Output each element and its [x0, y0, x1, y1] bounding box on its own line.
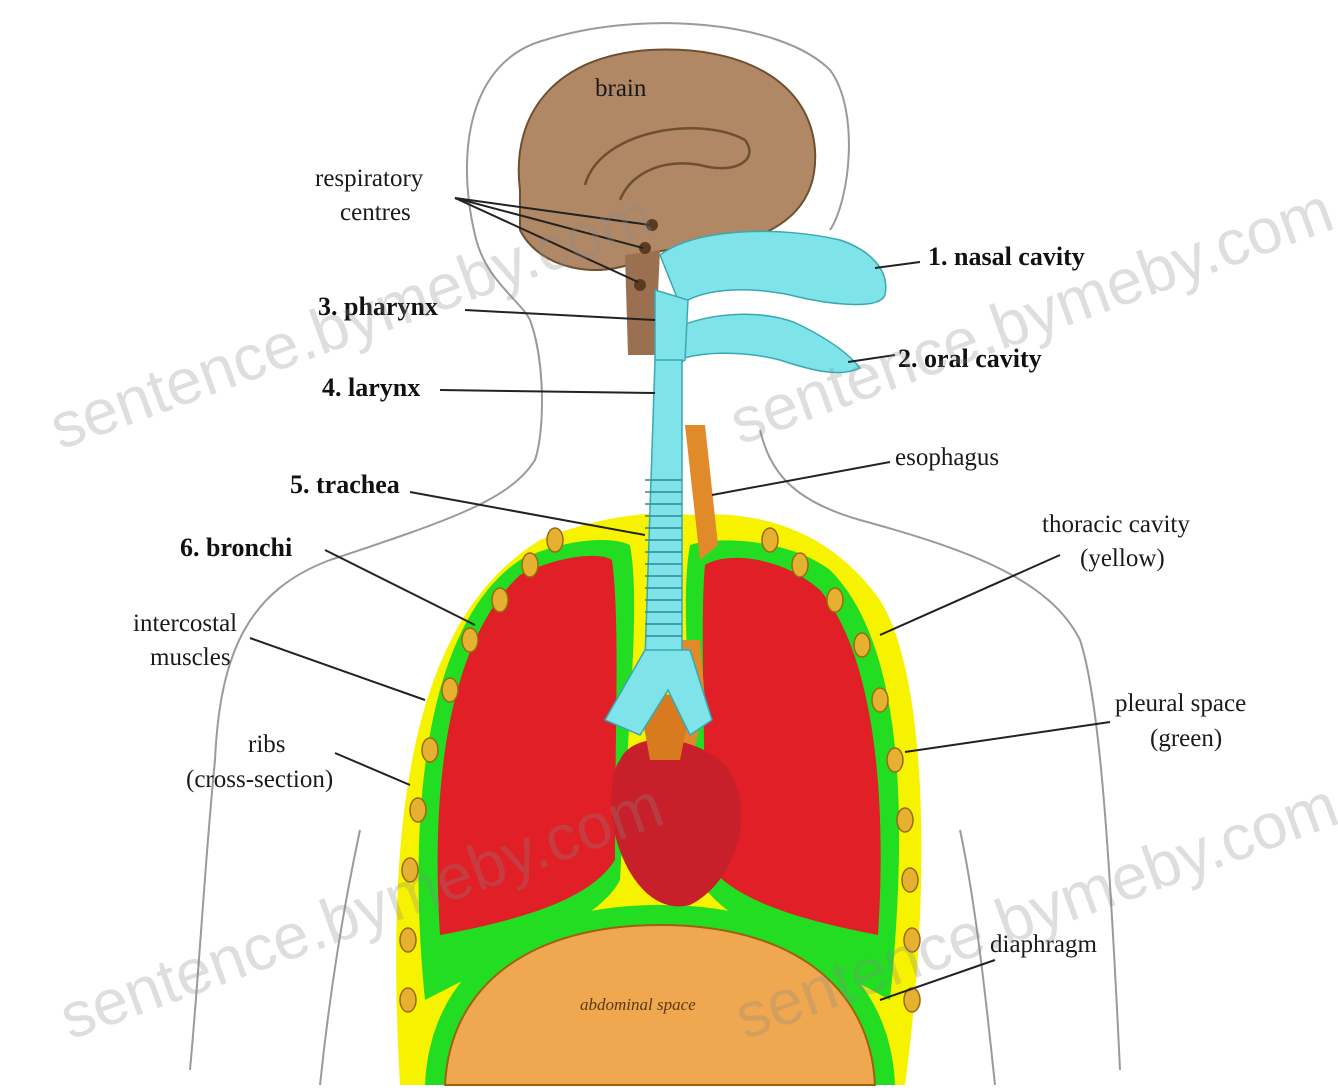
label-intercostal-muscles: intercostal [133, 610, 237, 637]
label-ribs: (cross-section) [186, 766, 333, 793]
label-bronchi: 6. bronchi [180, 533, 292, 562]
label-intercostal-muscles: muscles [150, 644, 231, 671]
nasal-cavity [660, 231, 886, 305]
label-respiratory-centres: centres [340, 199, 411, 226]
label-abdominal-space: abdominal space [580, 995, 696, 1014]
label-brain: brain [595, 75, 647, 102]
label-ribs: ribs [248, 731, 286, 758]
label-thoracic-cavity: thoracic cavity [1042, 511, 1190, 538]
label-trachea: 5. trachea [290, 470, 400, 499]
label-respiratory-centres: respiratory [315, 165, 424, 192]
label-pleural-space: pleural space [1115, 690, 1246, 717]
label-pleural-space: (green) [1150, 725, 1222, 752]
label-thoracic-cavity: (yellow) [1080, 545, 1165, 572]
larynx-trachea [645, 360, 682, 660]
watermark-text: sentence.bymeby.com [720, 173, 1338, 458]
label-esophagus: esophagus [895, 444, 999, 471]
label-larynx: 4. larynx [322, 373, 420, 402]
